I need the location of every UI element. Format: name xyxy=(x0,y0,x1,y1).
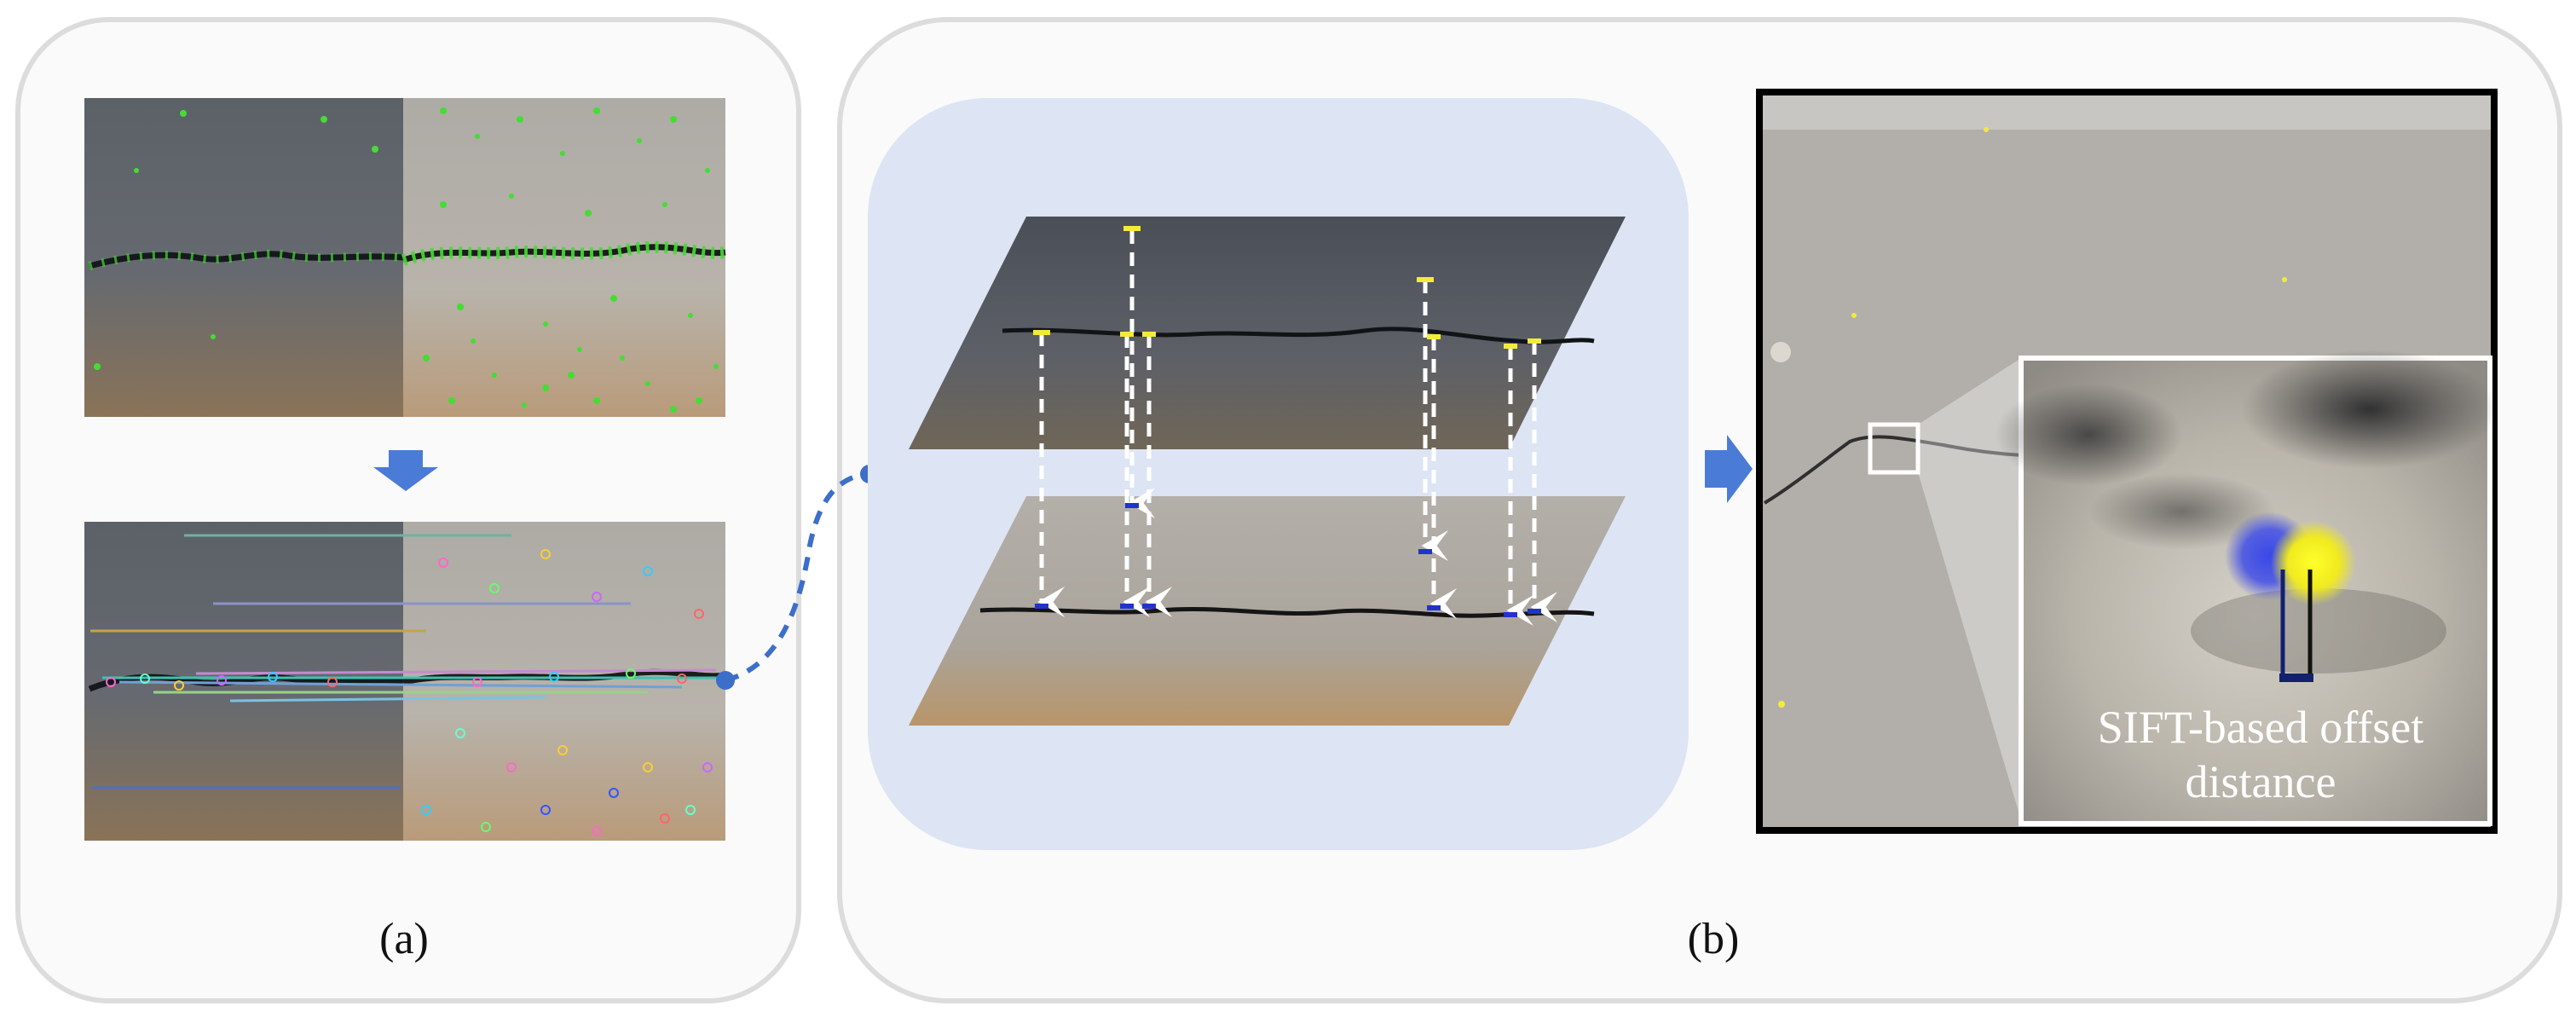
yellow-markers xyxy=(1033,226,1541,349)
connector xyxy=(716,465,879,690)
right-arrow-icon xyxy=(1705,435,1753,503)
down-arrow-icon xyxy=(373,450,438,491)
zoom-box-icon xyxy=(1868,422,1920,475)
inner-panel xyxy=(868,98,1689,850)
crack-top xyxy=(1002,327,1595,344)
offset-label-line2: distance xyxy=(2185,755,2336,807)
offset-bar xyxy=(2279,570,2313,682)
blue-markers xyxy=(1035,503,1541,617)
image-pair-top xyxy=(84,98,726,417)
offset-label-line1: SIFT-based offset xyxy=(2097,702,2424,753)
image-pair-bottom xyxy=(84,522,726,841)
caption-b: (b) xyxy=(1687,915,1740,963)
light-image-bottom xyxy=(403,522,725,841)
correspondence-arrows xyxy=(1037,230,1557,626)
match-keypoints xyxy=(106,549,713,836)
caption-a: (a) xyxy=(379,915,429,963)
yellow-keypoint xyxy=(2271,520,2356,605)
match-lines xyxy=(90,534,720,789)
zoom-inset xyxy=(1995,350,2498,826)
sift-keypoints xyxy=(94,107,719,413)
offset-distance-label: SIFT-based offset distance xyxy=(2039,701,2482,809)
